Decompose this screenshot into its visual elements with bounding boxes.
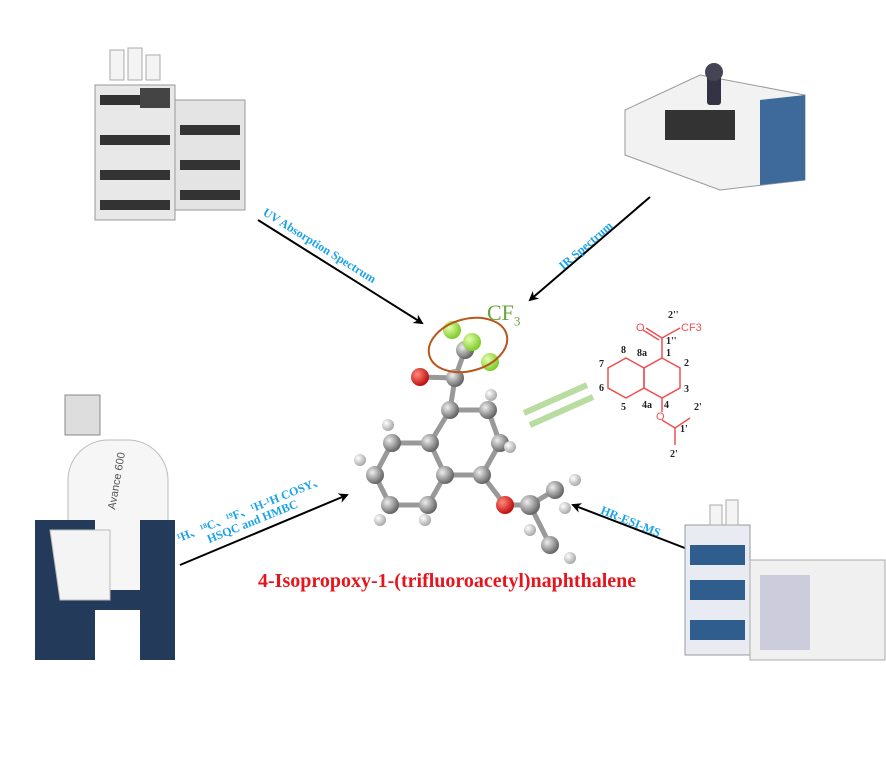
diagram-shape — [383, 434, 401, 452]
diagram-shape — [140, 88, 170, 108]
label-2p: 2' — [670, 449, 678, 460]
diagram-shape — [690, 545, 745, 565]
label-1p: 1' — [680, 424, 688, 435]
diagram-shape — [661, 327, 681, 339]
diagram-shape — [541, 536, 559, 554]
diagram-shape: O CF3 O — [636, 322, 702, 423]
diagram-shape: 2'' 1'' 1 2 3 4 4a 5 6 7 8 8a 2' 1' 2' — [599, 310, 702, 460]
diagram-shape — [760, 95, 805, 185]
diagram-shape — [559, 502, 571, 514]
ms-arrow — [571, 503, 691, 551]
cf3-subscript: 3 — [513, 313, 521, 329]
diagram-shape — [441, 401, 459, 419]
diagram-shape — [643, 357, 681, 399]
label-5: 5 — [621, 402, 626, 413]
structure-2d — [607, 327, 691, 445]
molecule-atoms — [354, 321, 581, 564]
label-ether-o: O — [656, 411, 665, 423]
diagram-shape — [725, 499, 739, 526]
label-4a: 4a — [642, 400, 652, 411]
diagram-shape — [374, 514, 386, 526]
cf3-highlight-ellipse — [427, 316, 509, 374]
diagram-shape — [381, 496, 399, 514]
diagram-shape — [109, 49, 125, 81]
label-7: 7 — [599, 359, 604, 370]
diagram-shape — [690, 580, 745, 600]
diagram-shape — [64, 394, 101, 436]
cf3-main: CF — [487, 300, 514, 325]
label-6: 6 — [599, 383, 604, 394]
label-cf3: CF3 — [681, 322, 702, 334]
uv-arrow — [257, 219, 424, 325]
label-8: 8 — [621, 345, 626, 356]
label-2pp: 2'' — [668, 310, 679, 321]
diagram-shape — [496, 496, 514, 514]
diagram-shape — [569, 474, 581, 486]
label-8a: 8a — [637, 348, 647, 359]
diagram-shape — [411, 368, 429, 386]
diagram-shape — [463, 333, 481, 351]
ir-spectrometer-image — [624, 63, 806, 191]
diagram-shape — [180, 160, 240, 170]
diagram-shape — [524, 524, 536, 536]
label-carbonyl-o: O — [636, 322, 645, 334]
diagram-shape — [100, 135, 170, 145]
diagram-shape — [100, 95, 170, 105]
nmr-spectrometer-image: Avance 600 — [35, 394, 175, 660]
diagram-shape — [709, 504, 723, 526]
diagram-shape — [436, 466, 454, 484]
diagram-shape — [642, 329, 660, 341]
diagram-shape — [481, 353, 499, 371]
diagram-shape — [607, 357, 645, 399]
hplc-instrument-image — [94, 47, 246, 221]
diagram-shape — [546, 481, 564, 499]
diagram-shape — [421, 434, 439, 452]
lcms-instrument-image — [684, 499, 886, 661]
diagram-shape — [419, 514, 431, 526]
diagram-shape — [180, 125, 240, 135]
label-4: 4 — [664, 400, 669, 411]
diagram-shape — [760, 575, 810, 650]
compound-name: 4-Isopropoxy-1-(trifluoroacetyl)naphthal… — [258, 570, 637, 592]
diagram-shape — [665, 110, 735, 140]
diagram-shape — [366, 466, 384, 484]
diagram-shape — [180, 190, 240, 200]
cf3-label: CF3 — [487, 300, 520, 329]
label-3: 3 — [684, 384, 689, 395]
diagram-shape — [419, 496, 437, 514]
diagram-shape — [674, 417, 691, 429]
diagram-shape — [520, 495, 540, 515]
diagram-shape — [127, 47, 143, 81]
diagram-shape — [479, 401, 497, 419]
ir-arrow — [528, 196, 651, 302]
diagram-shape — [49, 529, 111, 601]
diagram-shape — [661, 419, 676, 429]
diagram-shape — [145, 54, 161, 81]
diagram-shape — [705, 63, 723, 81]
diagram-shape — [382, 419, 394, 431]
equivalence-line — [528, 394, 595, 428]
diagram-shape — [100, 170, 170, 180]
label-2: 2 — [684, 358, 689, 369]
label-1pp: 1'' — [666, 336, 677, 347]
equivalence-line — [522, 382, 589, 416]
diagram-shape — [485, 389, 497, 401]
molecule-3d-model — [372, 349, 557, 547]
diagram-shape — [473, 466, 491, 484]
diagram-shape — [504, 441, 516, 453]
diagram-shape — [645, 327, 663, 339]
diagram-shape — [564, 552, 576, 564]
diagram-shape — [446, 369, 464, 387]
diagram-shape — [354, 454, 366, 466]
diagram-shape — [100, 200, 170, 210]
label-2p: 2' — [694, 402, 702, 413]
nmr-arrow — [179, 493, 349, 566]
label-1: 1 — [666, 348, 671, 359]
diagram-shape — [690, 620, 745, 640]
